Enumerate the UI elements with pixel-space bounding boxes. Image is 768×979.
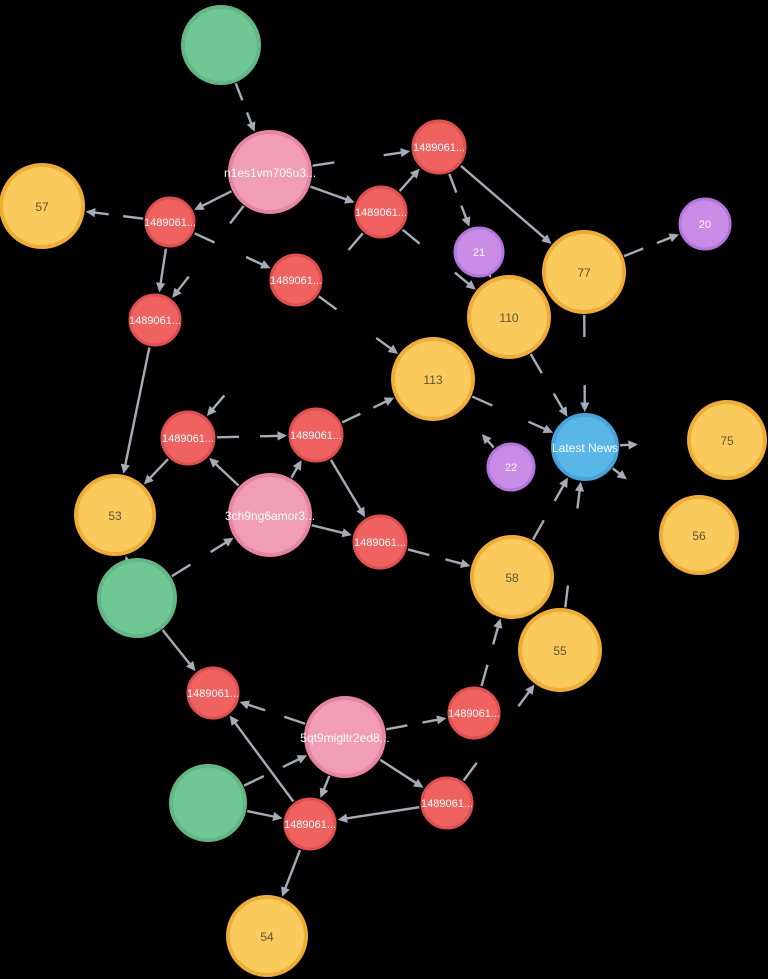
- graph-edge-yellow-77-blue-1[interactable]: [580, 314, 590, 413]
- graph-node-yellow-54[interactable]: 54: [226, 895, 308, 977]
- graph-edge-pink-1-red-2[interactable]: [310, 185, 355, 204]
- graph-node-red-5[interactable]: 1489061...: [128, 293, 182, 347]
- graph-edge-red-12-yellow-55[interactable]: [462, 684, 535, 782]
- graph-node-red-7[interactable]: 1489061...: [288, 407, 344, 463]
- graph-node-green-b[interactable]: [97, 558, 177, 638]
- graph-node-red-6[interactable]: 1489061...: [160, 410, 216, 466]
- graph-edge-red-2-red-6[interactable]: [206, 232, 364, 416]
- graph-edge-red-6-yellow-53[interactable]: [143, 458, 169, 485]
- graph-edge-yellow-110-blue-1[interactable]: [529, 353, 568, 417]
- graph-node-purple-20[interactable]: 20: [678, 197, 732, 251]
- edges-layer: [85, 82, 679, 897]
- graph-node-red-1[interactable]: 1489061...: [411, 119, 467, 175]
- graph-edge-pink-1-red-3[interactable]: [194, 190, 233, 210]
- graph-edge-red-5-yellow-53[interactable]: [120, 347, 151, 474]
- graph-node-yellow-53[interactable]: 53: [74, 474, 156, 556]
- graph-edge-green-c-red-11[interactable]: [246, 809, 283, 821]
- graph-node-red-4[interactable]: 1489061...: [269, 253, 323, 307]
- graph-edge-red-3-red-5[interactable]: [156, 248, 168, 293]
- graph-edge-red-3-yellow-57[interactable]: [85, 208, 144, 220]
- graph-edge-red-1-yellow-77[interactable]: [460, 165, 552, 244]
- graph-edge-red-6-red-7[interactable]: [216, 431, 288, 441]
- graph-edge-red-1-purple-21[interactable]: [448, 173, 471, 227]
- graph-node-blue-1[interactable]: Latest News: [551, 413, 619, 481]
- graph-node-purple-21[interactable]: 21: [453, 226, 505, 278]
- graph-edge-red-11-red-9[interactable]: [229, 715, 295, 803]
- graph-edge-purple-22-yellow-113[interactable]: [481, 434, 495, 449]
- graph-edge-yellow-55-blue-1[interactable]: [564, 481, 585, 608]
- graph-edge-red-10-yellow-58[interactable]: [480, 618, 503, 687]
- graph-edge-pink-2-red-7[interactable]: [290, 460, 302, 479]
- graph-edge-green-a-pink-1[interactable]: [234, 82, 256, 132]
- graph-edge-red-2-yellow-110[interactable]: [401, 228, 476, 290]
- graph-edge-red-3-red-4[interactable]: [194, 232, 271, 269]
- graph-node-yellow-77[interactable]: 77: [542, 230, 626, 314]
- graph-edge-red-12-red-11[interactable]: [337, 806, 420, 823]
- graph-edge-red-8-yellow-58[interactable]: [407, 548, 471, 568]
- graph-node-yellow-75[interactable]: 75: [687, 400, 767, 480]
- graph-edge-blue-1-yellow-75[interactable]: [619, 440, 638, 450]
- graph-edge-red-2-red-1[interactable]: [398, 168, 420, 192]
- nodes-layer: n1es1vm705u3...571489061...1489061...148…: [0, 5, 767, 977]
- graph-node-red-11[interactable]: 1489061...: [283, 797, 337, 851]
- graph-node-red-12[interactable]: 1489061...: [420, 776, 474, 830]
- graph-edge-red-7-yellow-113[interactable]: [341, 397, 395, 424]
- graph-node-red-2[interactable]: 1489061...: [354, 185, 408, 239]
- graph-edge-green-b-pink-2[interactable]: [171, 537, 234, 578]
- graph-edge-yellow-58-blue-1[interactable]: [532, 477, 568, 541]
- graph-node-pink-3[interactable]: 5qt9migltr2ed8...: [300, 696, 390, 778]
- graph-edge-pink-3-red-10[interactable]: [386, 715, 447, 731]
- graph-edge-pink-3-red-9[interactable]: [239, 700, 306, 725]
- graph-edge-pink-3-red-11[interactable]: [319, 775, 331, 799]
- graph-edge-green-c-pink-3[interactable]: [243, 755, 308, 787]
- graph-node-red-3[interactable]: 1489061...: [144, 196, 196, 248]
- graph-edge-pink-1-red-5[interactable]: [172, 205, 245, 298]
- graph-edge-pink-2-red-6[interactable]: [209, 457, 240, 487]
- graph-node-yellow-56[interactable]: 56: [659, 495, 739, 575]
- graph-edge-yellow-113-blue-1[interactable]: [471, 395, 554, 434]
- graph-node-red-8[interactable]: 1489061...: [352, 514, 408, 570]
- graph-edge-red-4-yellow-113[interactable]: [317, 295, 399, 354]
- graph-node-yellow-57[interactable]: 57: [0, 163, 85, 249]
- graph-edge-yellow-77-purple-20[interactable]: [623, 233, 679, 258]
- graph-node-yellow-58[interactable]: 58: [470, 535, 554, 619]
- graph-node-red-9[interactable]: 1489061...: [186, 666, 240, 720]
- graph-node-red-10[interactable]: 1489061...: [447, 686, 501, 740]
- graph-node-yellow-110[interactable]: 110: [467, 275, 551, 359]
- graph-node-yellow-113[interactable]: 113: [391, 337, 475, 421]
- graph-node-green-c[interactable]: [169, 764, 247, 842]
- graph-edge-red-11-yellow-54[interactable]: [281, 849, 302, 897]
- graph-edge-pink-1-red-1[interactable]: [312, 148, 411, 167]
- graph-node-purple-22[interactable]: 22: [486, 442, 536, 492]
- graph-node-pink-2[interactable]: 3ch9ng6amor3...: [225, 473, 315, 557]
- graph-node-pink-1[interactable]: n1es1vm705u3...: [224, 130, 316, 214]
- graph-edge-blue-1-yellow-56[interactable]: [611, 467, 627, 480]
- graph-node-green-a[interactable]: [181, 5, 261, 85]
- graph-edge-pink-3-red-12[interactable]: [379, 758, 424, 788]
- graph-edge-green-b-red-9[interactable]: [161, 629, 196, 672]
- graph-edge-red-7-red-8[interactable]: [329, 459, 366, 518]
- graph-node-yellow-55[interactable]: 55: [518, 608, 602, 692]
- graph-edge-pink-2-red-8[interactable]: [311, 524, 352, 538]
